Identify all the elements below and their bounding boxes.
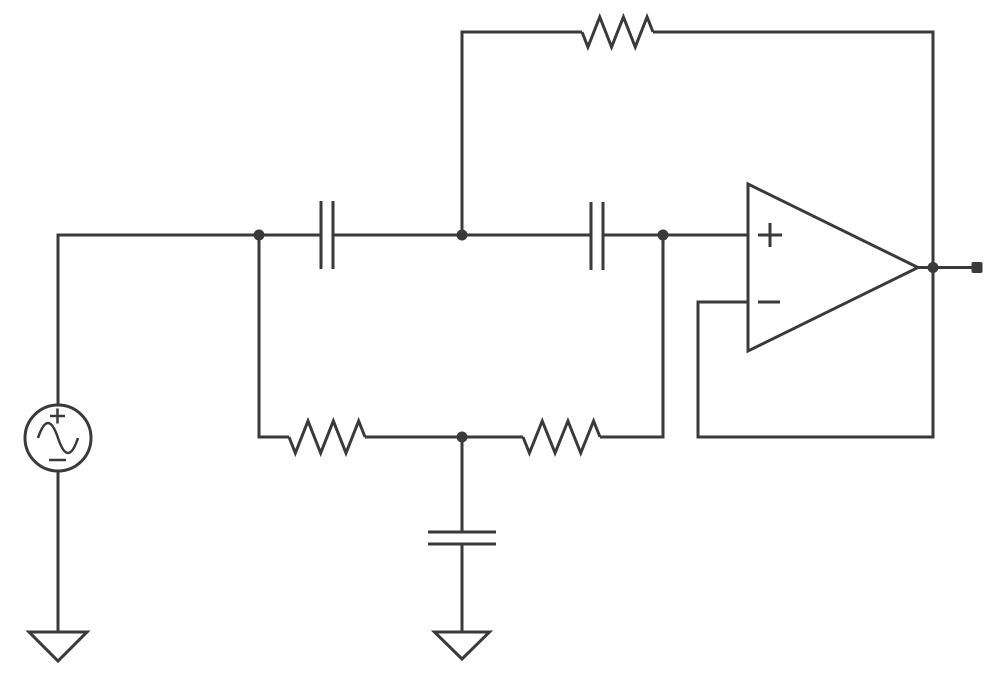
wire-source-to-input-node <box>56 233 259 405</box>
ac-source-sine-wave <box>36 421 80 455</box>
output-terminal <box>971 262 983 273</box>
ac-source-circle <box>23 403 93 473</box>
junction-dot <box>253 229 265 241</box>
junction-dot <box>456 229 468 241</box>
resistor-bottom-right <box>521 416 602 458</box>
junction-dot <box>657 229 669 241</box>
wire-node1-to-bottom-row <box>257 235 289 439</box>
ground-source-icon <box>25 630 91 664</box>
wire-feedback-loop <box>653 30 935 439</box>
wire-node3-to-bottom-row <box>600 235 665 439</box>
ground-shunt-cap-icon <box>430 630 494 662</box>
junction-dot <box>456 431 468 443</box>
opamp-triangle <box>746 181 922 354</box>
junction-dot <box>927 262 939 273</box>
resistor-bottom-left <box>287 416 367 458</box>
wire-node2-to-top-feedback <box>460 30 582 235</box>
resistor-top-feedback <box>580 12 655 52</box>
